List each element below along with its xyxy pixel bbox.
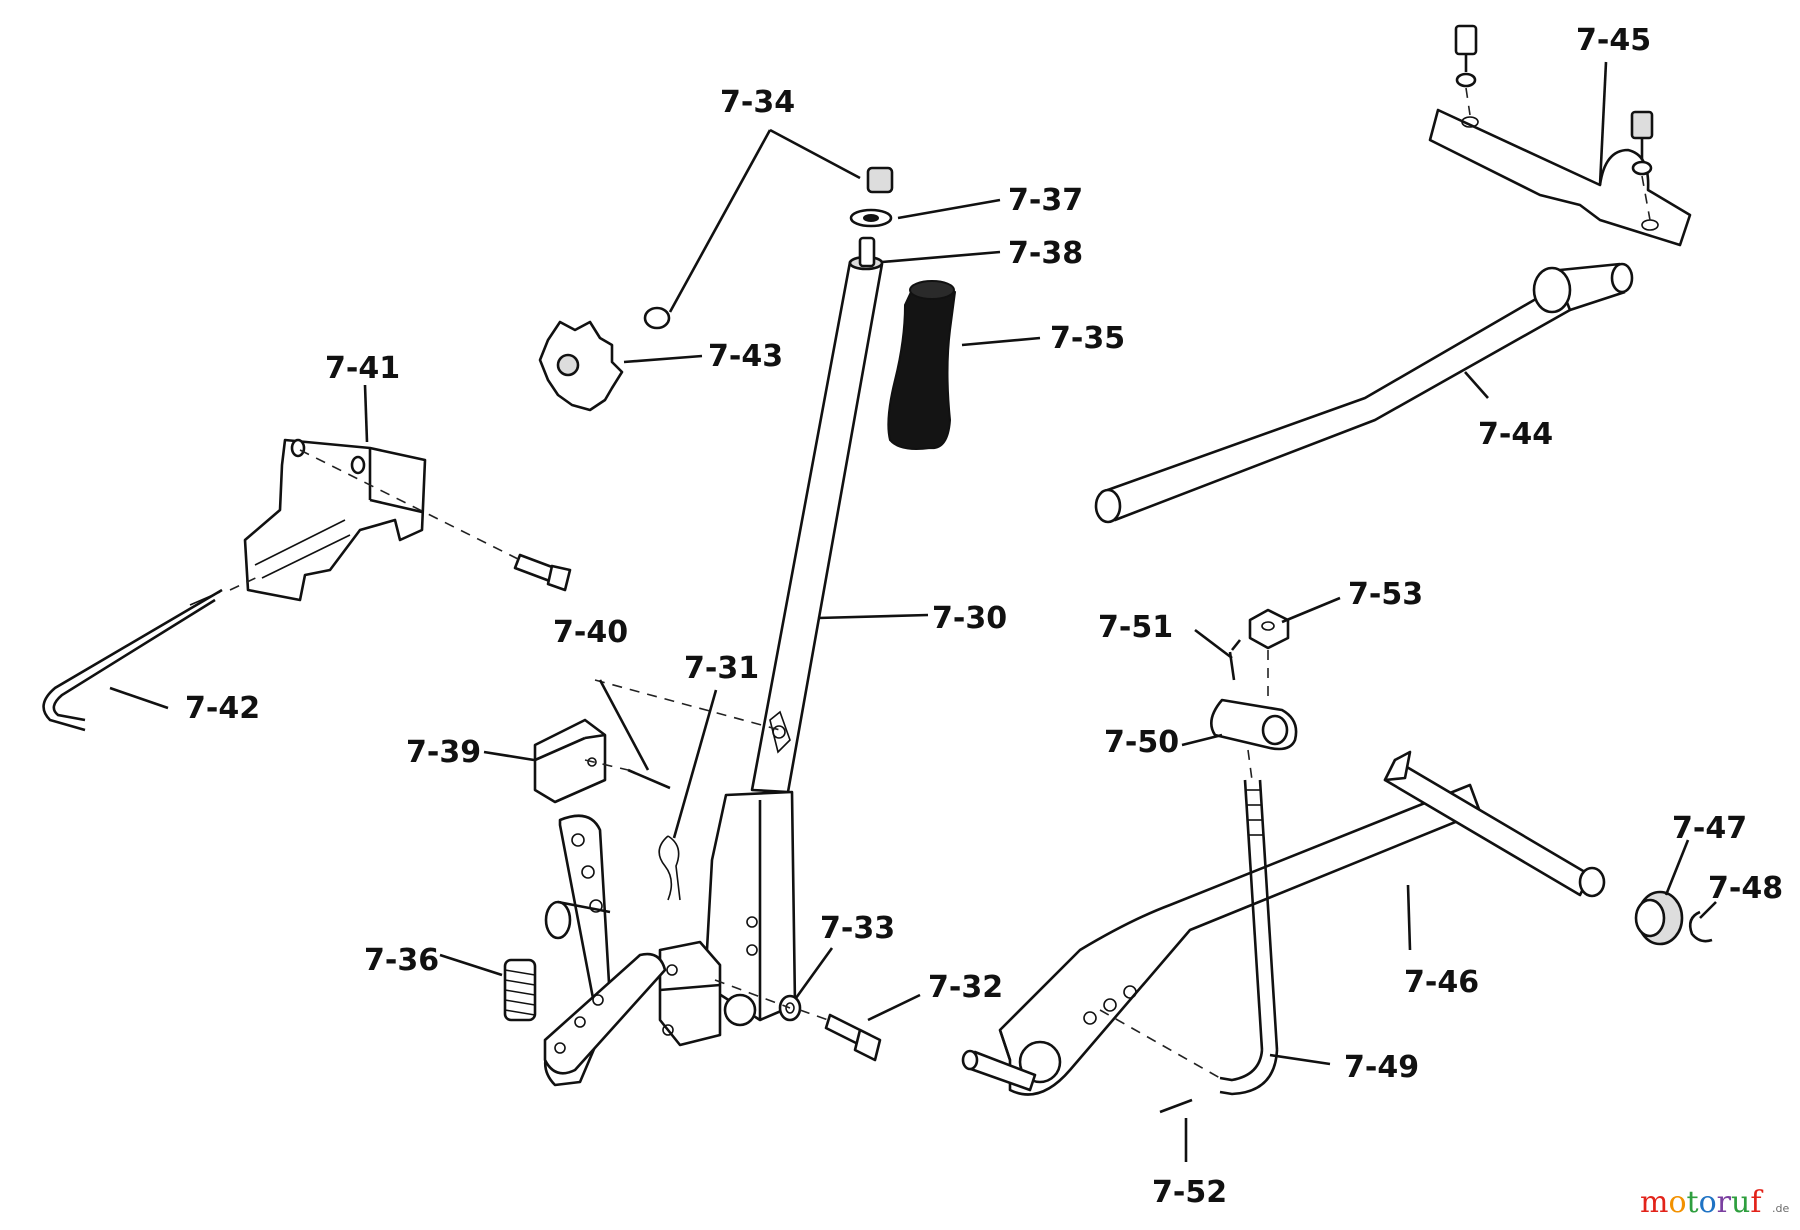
part-labels: 7-34 7-37 7-38 7-35 7-43 7-41 7-42 7-30 … bbox=[185, 23, 1783, 1210]
part-7-36-spring bbox=[503, 958, 537, 1022]
wm-letter-o2: o bbox=[1699, 1185, 1717, 1220]
part-7-41-bracket bbox=[243, 438, 427, 602]
label-7-35: 7-35 bbox=[1050, 321, 1125, 356]
part-7-48-clip bbox=[1688, 910, 1713, 943]
label-7-33: 7-33 bbox=[820, 911, 895, 946]
wm-letter-f: f bbox=[1750, 1185, 1763, 1220]
part-7-45-clamp bbox=[1428, 24, 1692, 247]
part-7-53-nut bbox=[1248, 608, 1290, 650]
label-7-53: 7-53 bbox=[1348, 577, 1423, 612]
part-7-37-washer bbox=[849, 208, 893, 228]
label-7-45: 7-45 bbox=[1576, 23, 1651, 58]
wm-letter-o1: o bbox=[1668, 1185, 1686, 1220]
label-7-30: 7-30 bbox=[932, 601, 1007, 636]
label-7-44: 7-44 bbox=[1478, 417, 1553, 452]
part-7-44-shaft bbox=[1094, 262, 1634, 524]
label-7-46: 7-46 bbox=[1404, 965, 1479, 1000]
label-7-34: 7-34 bbox=[720, 85, 795, 120]
lift-plate bbox=[543, 814, 667, 1087]
label-7-52: 7-52 bbox=[1152, 1175, 1227, 1210]
wm-suffix: .de bbox=[1772, 1202, 1789, 1215]
alignment-lines bbox=[229, 87, 1651, 1079]
bracket-bolt bbox=[513, 553, 572, 592]
label-7-36: 7-36 bbox=[364, 943, 439, 978]
label-7-51: 7-51 bbox=[1098, 610, 1173, 645]
label-7-43: 7-43 bbox=[708, 339, 783, 374]
part-7-50-swivel bbox=[1210, 698, 1298, 751]
svg-text:motoruf: motoruf bbox=[1640, 1185, 1763, 1220]
label-7-48: 7-48 bbox=[1708, 871, 1783, 906]
part-7-38-rod bbox=[858, 236, 876, 268]
part-7-47-bushing bbox=[1634, 890, 1684, 946]
part-7-46-arm bbox=[961, 750, 1606, 1096]
label-7-32: 7-32 bbox=[928, 970, 1003, 1005]
label-7-42: 7-42 bbox=[185, 691, 260, 726]
part-7-52-pin bbox=[1159, 1098, 1193, 1114]
label-7-31: 7-31 bbox=[684, 651, 759, 686]
motoruf-watermark: motoruf .de bbox=[1640, 1185, 1789, 1220]
wm-letter-m: m bbox=[1640, 1185, 1668, 1220]
part-7-35-grip bbox=[887, 280, 957, 450]
part-7-30-lever bbox=[703, 255, 884, 1027]
part-7-32-bolt bbox=[824, 1013, 882, 1062]
leader-lines bbox=[109, 61, 1717, 1162]
part-7-39-block bbox=[533, 718, 607, 804]
part-7-49-rod bbox=[1219, 779, 1279, 1096]
part-7-31-pin bbox=[658, 835, 681, 901]
label-7-47: 7-47 bbox=[1672, 811, 1747, 846]
wm-letter-r: r bbox=[1717, 1185, 1732, 1220]
label-7-40: 7-40 bbox=[553, 615, 628, 650]
wm-letter-t: t bbox=[1687, 1185, 1699, 1220]
part-7-40-rollpin bbox=[627, 768, 671, 790]
wm-letter-u: u bbox=[1731, 1185, 1750, 1220]
label-7-49: 7-49 bbox=[1344, 1050, 1419, 1085]
part-7-34-cap bbox=[643, 166, 894, 330]
label-7-39: 7-39 bbox=[406, 735, 481, 770]
part-7-42-rod bbox=[42, 588, 223, 732]
label-7-41: 7-41 bbox=[325, 351, 400, 386]
part-7-43-knob bbox=[538, 320, 624, 412]
pivot-block bbox=[658, 940, 722, 1047]
label-7-50: 7-50 bbox=[1104, 725, 1179, 760]
label-7-38: 7-38 bbox=[1008, 236, 1083, 271]
label-7-37: 7-37 bbox=[1008, 183, 1083, 218]
